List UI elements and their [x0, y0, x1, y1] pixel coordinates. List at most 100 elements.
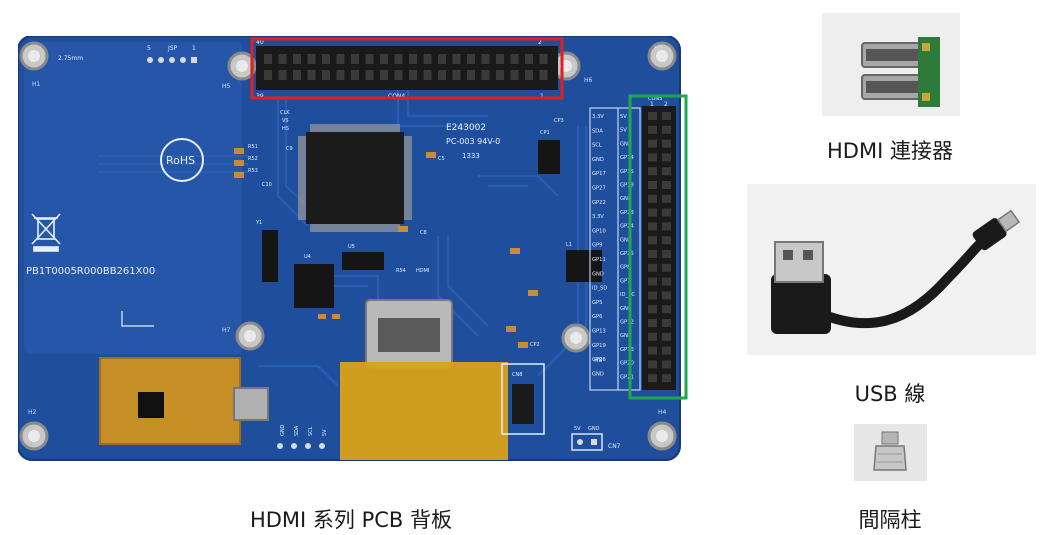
con4-pin — [336, 54, 345, 64]
con5-pin — [662, 305, 671, 314]
header-label-right: 5V — [620, 114, 627, 120]
smd-label-c5: C5 — [438, 156, 445, 162]
con5-pin — [648, 181, 657, 189]
header-label-left: ID_SD — [592, 286, 607, 292]
con4-pin — [510, 54, 519, 64]
con4-pin — [525, 70, 533, 80]
cn7-power-pins — [571, 433, 603, 451]
con5-pin — [648, 374, 657, 383]
mount-label-h7: H7 — [222, 327, 231, 334]
header-label-right: GND — [620, 196, 632, 202]
con5-pin — [662, 208, 671, 217]
mount-label-h3: H3 — [654, 45, 663, 52]
pin-label-clk: CLK — [280, 110, 290, 116]
con4-pin — [365, 70, 374, 80]
header-label-left: GP17 — [592, 171, 606, 177]
header-label-right: GP25 — [620, 251, 634, 257]
main-ic-qfp — [298, 124, 412, 232]
con5-pin — [648, 291, 657, 300]
jsp-header — [147, 57, 197, 63]
header-label-left: GND — [592, 271, 604, 277]
header-label-left: GP13 — [592, 329, 606, 335]
con4-pin — [438, 54, 446, 64]
mount-label-h8: H8 — [594, 357, 603, 364]
con5-pin — [648, 360, 657, 369]
hole-size-label: 2.75mm — [58, 55, 83, 62]
part-number-label: PB1T0005R000BB261X00 — [26, 266, 155, 277]
con5-pin — [662, 291, 671, 300]
header-label-right: GP8 — [620, 265, 630, 271]
con4-pin — [351, 70, 359, 80]
con5-pin — [662, 277, 671, 286]
con5-pin — [662, 222, 671, 231]
con4-pins — [264, 54, 548, 80]
con5-pin — [662, 112, 671, 120]
header-labels-left: 3.3VSDASCLGNDGP17GP27GP223.3VGP10GP9GP11… — [592, 114, 607, 377]
con4-pin — [293, 54, 301, 64]
con5-header — [642, 106, 676, 390]
mount-label-h6: H6 — [584, 77, 593, 84]
con5-pin — [648, 112, 657, 120]
pin-label-hs: HS — [282, 126, 289, 132]
header-label-left: GP19 — [592, 343, 606, 349]
smd-label-r51: R51 — [248, 144, 258, 150]
con5-pin — [648, 208, 657, 217]
con4-pin — [539, 70, 548, 80]
header-label-right: GP15 — [620, 169, 634, 175]
con4-pin — [336, 70, 345, 80]
header-label-left: GP10 — [592, 228, 606, 234]
con4-pin — [278, 70, 287, 80]
jsp-pin1-label: 1 — [192, 45, 196, 52]
smd-label-r54: R54 — [396, 268, 406, 274]
con5-pin — [648, 250, 657, 258]
header-label-right: GP20 — [620, 361, 634, 367]
kapton-tape-bottom — [340, 362, 508, 460]
header-label-left: GP5 — [592, 300, 602, 306]
header-label-right: GP24 — [620, 224, 634, 230]
i2c-label-gnd: GND — [280, 424, 286, 436]
con5-pin — [648, 332, 657, 341]
caption-standoff: 間隔柱 — [858, 508, 922, 532]
header-label-left: SDA — [592, 128, 603, 134]
con4-pin — [365, 54, 374, 64]
usb-cable-photo — [747, 184, 1036, 355]
smd-label-l1: L1 — [566, 242, 572, 248]
kapton-tape-left — [99, 357, 241, 445]
con5-pin2: 2 — [664, 101, 668, 108]
hdmi-connector-photo — [822, 13, 960, 116]
con5-pin — [662, 263, 671, 272]
con4-pin — [394, 54, 403, 64]
jsp-pin5-label: 5 — [147, 45, 151, 52]
smd-label-cp1: CP1 — [540, 130, 550, 136]
caption-pcb: HDMI 系列 PCB 背板 — [249, 508, 453, 532]
con4-pin-2: 2 — [538, 39, 542, 46]
header-label-right: GP14 — [620, 155, 634, 161]
con5-pin — [662, 332, 671, 341]
smd-label-c10: C10 — [262, 182, 272, 188]
con5-pin — [648, 236, 657, 245]
con5-pin — [648, 222, 657, 231]
con4-pin — [322, 54, 330, 64]
mount-label-h2: H2 — [28, 409, 37, 416]
con5-pin — [662, 346, 671, 355]
con4-pin — [467, 54, 475, 64]
cn8-block — [501, 363, 545, 435]
usb-cable-drawing — [771, 209, 1021, 334]
con5-pin — [662, 181, 671, 189]
pcb-left-panel — [24, 42, 242, 354]
con4-pin — [278, 54, 287, 64]
rohs-label: RoHS — [166, 154, 195, 167]
con4-pin — [409, 70, 417, 80]
cert-line-2: PC-003 94V-0 — [446, 137, 500, 146]
header-label-table — [589, 107, 641, 391]
con5-pin — [648, 319, 657, 327]
con5-pins — [648, 112, 671, 383]
rohs-logo: RoHS — [160, 138, 204, 182]
header-label-left: GP6 — [592, 314, 602, 320]
jsp-label: JSP — [167, 45, 178, 52]
header-label-right: GP12 — [620, 320, 634, 326]
con5-pin — [662, 374, 671, 383]
header-label-right: GND — [620, 141, 632, 147]
con5-pin — [662, 125, 671, 134]
board-micro-usb — [233, 387, 269, 421]
